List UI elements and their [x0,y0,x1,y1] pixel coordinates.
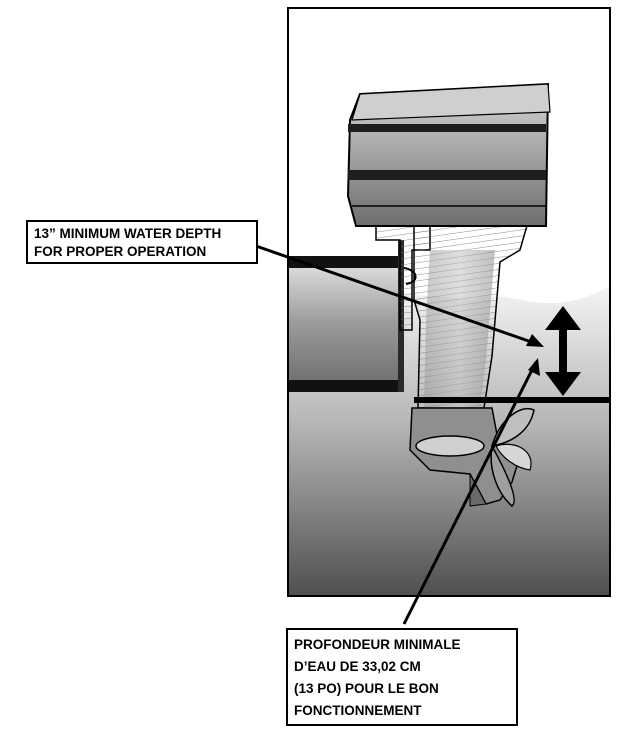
waterline-bar [414,397,610,403]
callout-english-line-1: 13” MINIMUM WATER DEPTH [34,226,222,241]
callout-french-line-1: PROFONDEUR MINIMALE [294,637,461,652]
gearcase [409,407,521,505]
cowling-top [351,83,551,121]
cowling-band-1 [348,124,546,132]
cowling-band-2 [348,170,546,180]
panel-border [287,7,611,597]
prop-blade-back [495,443,532,471]
callout-french-line-2: D’EAU DE 33,02 CM [294,659,421,674]
leader-arrowhead-english [526,334,544,347]
leader-arrowhead-french [528,358,540,376]
callout-french-line-4: FONCTIONNEMENT [294,703,422,718]
motor-shaft-shade [424,250,495,408]
depth-arrow [545,306,581,396]
callout-english: 13” MINIMUM WATER DEPTH FOR PROPER OPERA… [26,220,258,264]
prop-blade-upper [490,407,535,447]
leader-line-french [402,361,538,625]
hull-stripe-bottom [288,380,398,392]
prop-hub [415,435,485,457]
callout-english-line-2: FOR PROPER OPERATION [34,244,207,259]
callout-french: PROFONDEUR MINIMALE D’EAU DE 33,02 CM (1… [286,628,518,726]
callout-french-line-3: (13 PO) POUR LE BON [294,681,439,696]
hull-stripe-top [288,256,398,268]
prop-blade-lower [490,443,515,507]
leader-line-english [255,244,541,347]
boat-hull [288,256,398,392]
